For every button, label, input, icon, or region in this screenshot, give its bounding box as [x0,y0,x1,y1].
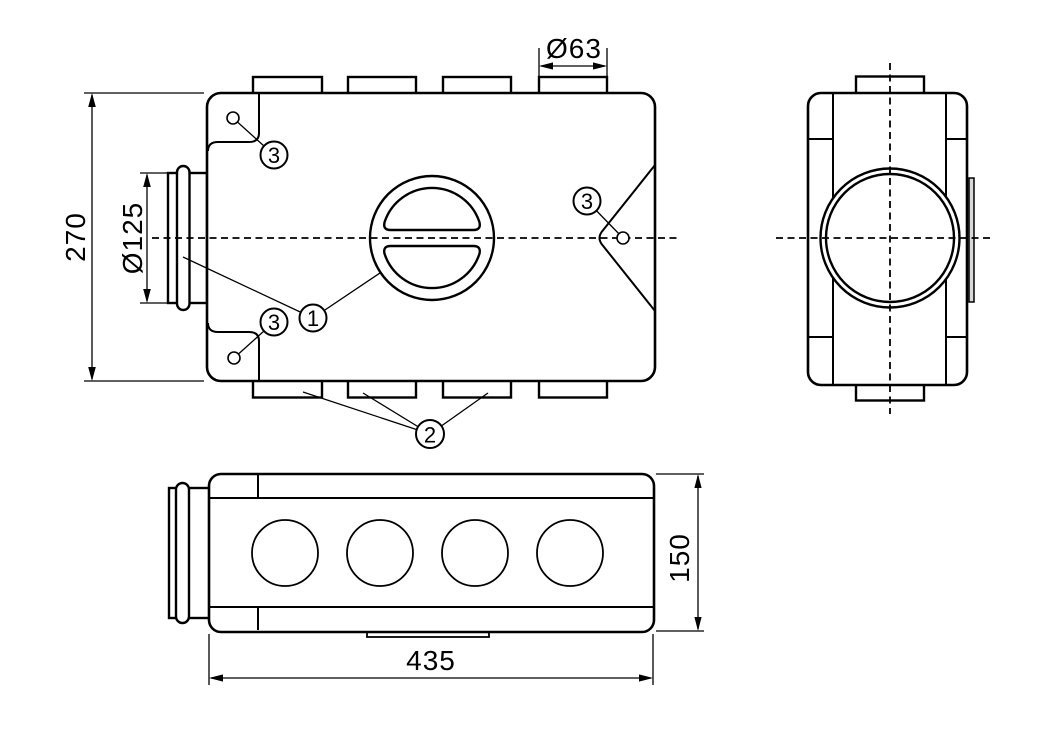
balloon-3-right [572,186,602,216]
arrowhead-right [593,62,607,70]
centerlines [152,63,994,414]
bottom-spigot-lip [174,481,191,625]
arrowhead-up [694,474,702,488]
arrowhead-right [639,674,653,682]
arrowhead-down [143,289,151,303]
screw-hole-bottom-left [227,351,241,365]
arrowhead-left [209,674,223,682]
arrowhead-left [539,62,553,70]
bottom-body-outline [207,472,656,634]
top-stub-4 [537,75,609,95]
balloon-1 [298,303,328,333]
balloon-1-label: 1 [307,306,319,331]
arrowhead-down [694,617,702,631]
dim-label-270: 270 [60,212,91,262]
arrowhead-up [88,93,96,107]
corner-pocket-bottom-left [207,322,260,380]
damper-blade-top [383,186,481,232]
bottom-port-1 [251,519,319,587]
arrowhead-down [88,367,96,381]
dim-label-63: Ø63 [546,33,602,64]
balloon-2-label: 2 [424,423,436,448]
bottom-stub-2 [346,379,418,399]
balloon-3-bottom-left-label: 3 [268,310,280,335]
corner-pocket-top-left [207,94,260,152]
damper-blade-bottom [383,244,481,290]
balloon-2 [415,419,445,449]
dimension-270: 270 [60,92,204,382]
bottom-port-2 [346,519,414,587]
leader-item1-spigot [182,256,314,319]
screw-hole-right [616,231,630,245]
balloon-3-top-left [259,140,289,170]
side-gasket-strip [968,177,975,303]
top-stub-2 [346,75,418,95]
bottom-view [167,472,656,638]
top-stub-3 [441,75,513,95]
bottom-stub-3 [441,379,513,399]
balloon-3-top-left-label: 3 [268,143,280,168]
arrowhead-up [143,173,151,187]
screw-hole-top-left [226,111,240,125]
bottom-port-3 [441,519,509,587]
balloon-3-right-label: 3 [581,189,593,214]
dimension-150: 150 [656,473,704,632]
right-notch [598,164,656,312]
balloon-3-bottom-left [259,307,289,337]
callouts: 3 3 1 3 2 [182,111,630,449]
dim-label-125: Ø125 [117,202,148,275]
leader-item2-a [302,391,431,435]
dim-label-150: 150 [664,533,695,583]
dimension-125: Ø125 [117,172,168,304]
bottom-port-4 [536,519,604,587]
dim-label-435: 435 [406,645,456,676]
dimension-435: 435 [208,634,654,685]
bottom-stub-4 [537,379,609,399]
dimension-63: Ø63 [538,33,608,76]
top-stub-1 [251,75,324,95]
